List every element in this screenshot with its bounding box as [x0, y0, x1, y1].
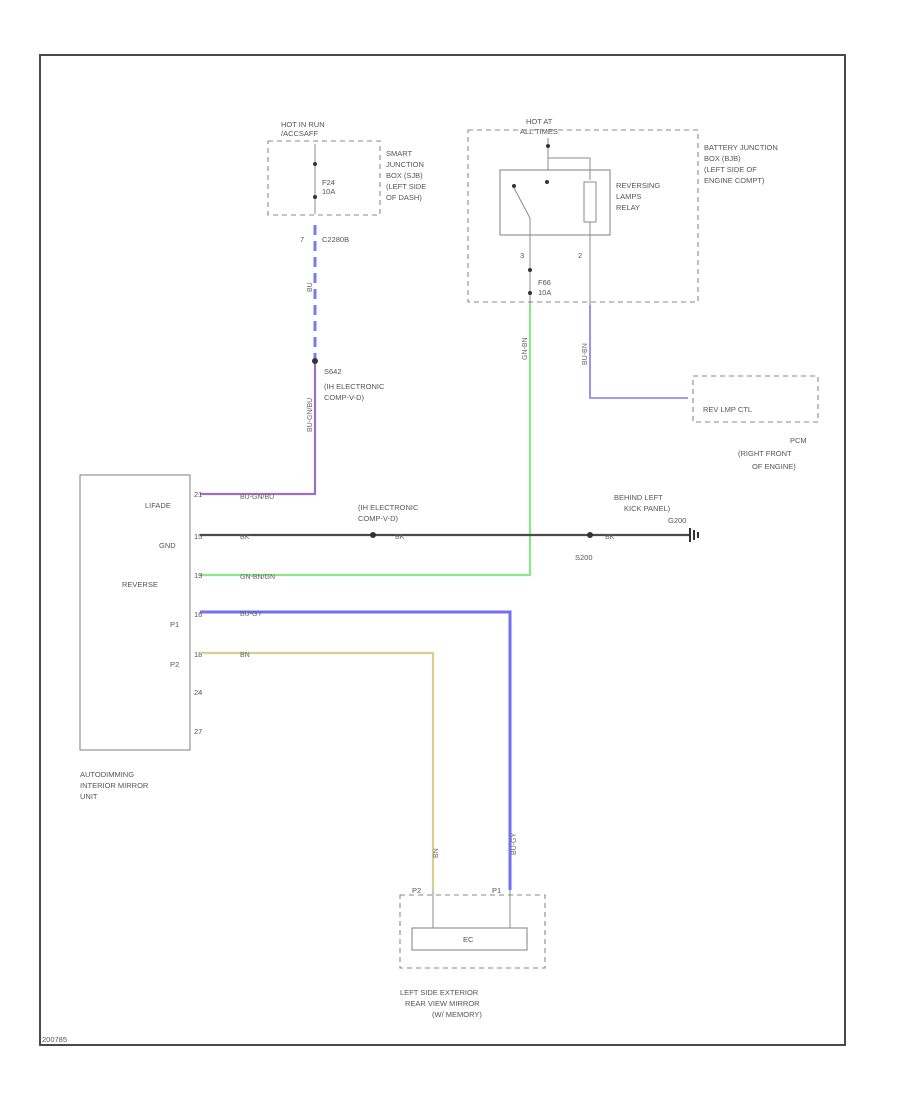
ground-label-1: BEHIND LEFT: [614, 493, 663, 502]
ground-symbol: [689, 528, 699, 542]
footer-code: 200785: [42, 1035, 67, 1044]
bjb-label-4: ENGINE COMPT): [704, 176, 765, 185]
autodimming-mirror-unit: LIFADE 21 GND 15 REVERSE 19 P1 16 P2 18 …: [79, 474, 202, 801]
ext-mirror-element: EC: [463, 935, 474, 944]
mirror-pin-name-1: LIFADE: [145, 501, 171, 510]
pcm-label-3: OF ENGINE): [752, 462, 796, 471]
hot-in-run-line2: /ACCSAFF: [281, 129, 319, 138]
ext-mirror-label-2: REAR VIEW MIRROR: [405, 999, 480, 1008]
smart-jbox-fuse-id: F24: [322, 178, 335, 187]
splice-s642-label-1: (IH ELECTRONIC: [324, 382, 385, 391]
reverse-wire-label: GN-BN/GN: [240, 574, 275, 581]
mirror-pin-num-4: 16: [194, 610, 202, 619]
relay-label-2: LAMPS: [616, 192, 641, 201]
smart-jbox-fuse-rating: 10A: [322, 187, 335, 196]
blue-wire-pcm: [589, 305, 688, 399]
mirror-unit-label-2: INTERIOR MIRROR: [80, 781, 149, 790]
mirror-pin-num-3: 19: [194, 571, 202, 580]
smart-jbox-label-3: BOX (SJB): [386, 171, 423, 180]
pcm-pin-label: REV LMP CTL: [703, 405, 752, 414]
mirror-pin-num-1: 21: [194, 490, 202, 499]
mirror-unit-label-3: UNIT: [80, 792, 98, 801]
splice-s642: S642 (IH ELECTRONIC COMP-V-D): [312, 358, 385, 402]
splice-s642-id: S642: [324, 367, 342, 376]
bjb-label-1: BATTERY JUNCTION: [704, 143, 778, 152]
splice-s200-id: S200: [575, 553, 593, 562]
mirror-pin-name-4: P1: [170, 620, 179, 629]
hot-at-all-times-line2: ALL TIMES: [520, 127, 558, 136]
mirror-pin-name-2: GND: [159, 541, 176, 550]
mirror-pin-num-5: 18: [194, 650, 202, 659]
ground-label-2: KICK PANEL): [624, 504, 671, 513]
ext-mirror-pin-left: P2: [412, 886, 421, 895]
smart-jbox-label-1: SMART: [386, 149, 413, 158]
violet-wire-vertical-label: BU-GN/BU: [307, 398, 314, 432]
bjb-label-3: (LEFT SIDE OF: [704, 165, 757, 174]
yellow-wire-p2: [200, 651, 435, 890]
gnd-splice-label-2: COMP-V-D): [358, 514, 399, 523]
mirror-pin-num-2: 15: [194, 532, 202, 541]
hot-in-run-line1: HOT IN RUN: [281, 120, 325, 129]
pcm-wire-label: BU-BN: [582, 343, 589, 365]
bjb-pin-left: 3: [520, 251, 524, 260]
p2-wire-label: BN: [240, 652, 250, 659]
bjb-label-2: BOX (BJB): [704, 154, 741, 163]
bjb-fuse-rating: 10A: [538, 288, 551, 297]
smart-junction-box: HOT IN RUN /ACCSAFF F24 10A SMART JUNCTI…: [267, 120, 426, 244]
gnd-wire-right-label: BK: [605, 534, 615, 541]
reversing-lamps-relay: [499, 169, 611, 236]
hot-at-all-times-line1: HOT AT: [526, 117, 553, 126]
blue-wire-low-label: BU-GY: [511, 833, 518, 856]
mirror-pin-num-7: 27: [194, 727, 202, 736]
green-wire-reverse: [200, 305, 532, 577]
ext-mirror-label-1: LEFT SIDE EXTERIOR: [400, 988, 479, 997]
bjb-pin-right: 2: [578, 251, 582, 260]
gnd-wire-label: BK: [240, 534, 250, 541]
gnd-wire-mid-label: BK: [395, 534, 405, 541]
smart-jbox-label-2: JUNCTION: [386, 160, 424, 169]
lifade-wire-label: BU-GN/BU: [240, 494, 274, 501]
yellow-wire-low-label: BN: [433, 848, 440, 858]
mirror-unit-label-1: AUTODIMMING: [80, 770, 134, 779]
pcm-label-1: PCM: [790, 436, 807, 445]
ground-id: G200: [668, 516, 686, 525]
blue-wire-p1: [200, 610, 512, 890]
mirror-pin-name-3: REVERSE: [122, 580, 158, 589]
relay-label-3: RELAY: [616, 203, 640, 212]
green-wire-vertical-label: GN-BN: [522, 337, 529, 360]
bjb-fuse-id: F66: [538, 278, 551, 287]
diagram-frame: [39, 54, 846, 1046]
splice-s200: [587, 532, 593, 538]
blue-wire-label: BU: [307, 282, 314, 292]
smart-jbox-pin: 7: [300, 235, 304, 244]
ext-mirror-label-3: (W/ MEMORY): [432, 1010, 482, 1019]
pcm-module: REV LMP CTL PCM (RIGHT FRONT OF ENGINE): [692, 375, 819, 471]
exterior-mirror: P2 P1 EC LEFT SIDE EXTERIOR REAR VIEW MI…: [399, 886, 546, 1019]
violet-wire-lifade: [200, 364, 317, 496]
smart-jbox-label-4: (LEFT SIDE: [386, 182, 426, 191]
mirror-pin-num-6: 24: [194, 688, 202, 697]
gnd-splice-label-1: (IH ELECTRONIC: [358, 503, 419, 512]
battery-junction-box: HOT AT ALL TIMES 3 2 F66 10A REVERSING L…: [467, 117, 778, 305]
ec-element: [411, 927, 528, 951]
smart-jbox-connector: C2280B: [322, 235, 349, 244]
pcm-label-2: (RIGHT FRONT: [738, 449, 792, 458]
smart-jbox-label-5: OF DASH): [386, 193, 422, 202]
relay-label-1: REVERSING: [616, 181, 660, 190]
ext-mirror-pin-right: P1: [492, 886, 501, 895]
mirror-pin-name-5: P2: [170, 660, 179, 669]
splice-s642-label-2: COMP-V-D): [324, 393, 365, 402]
p1-wire-label: BU-GY: [240, 611, 263, 618]
splice-gnd: [370, 532, 376, 538]
